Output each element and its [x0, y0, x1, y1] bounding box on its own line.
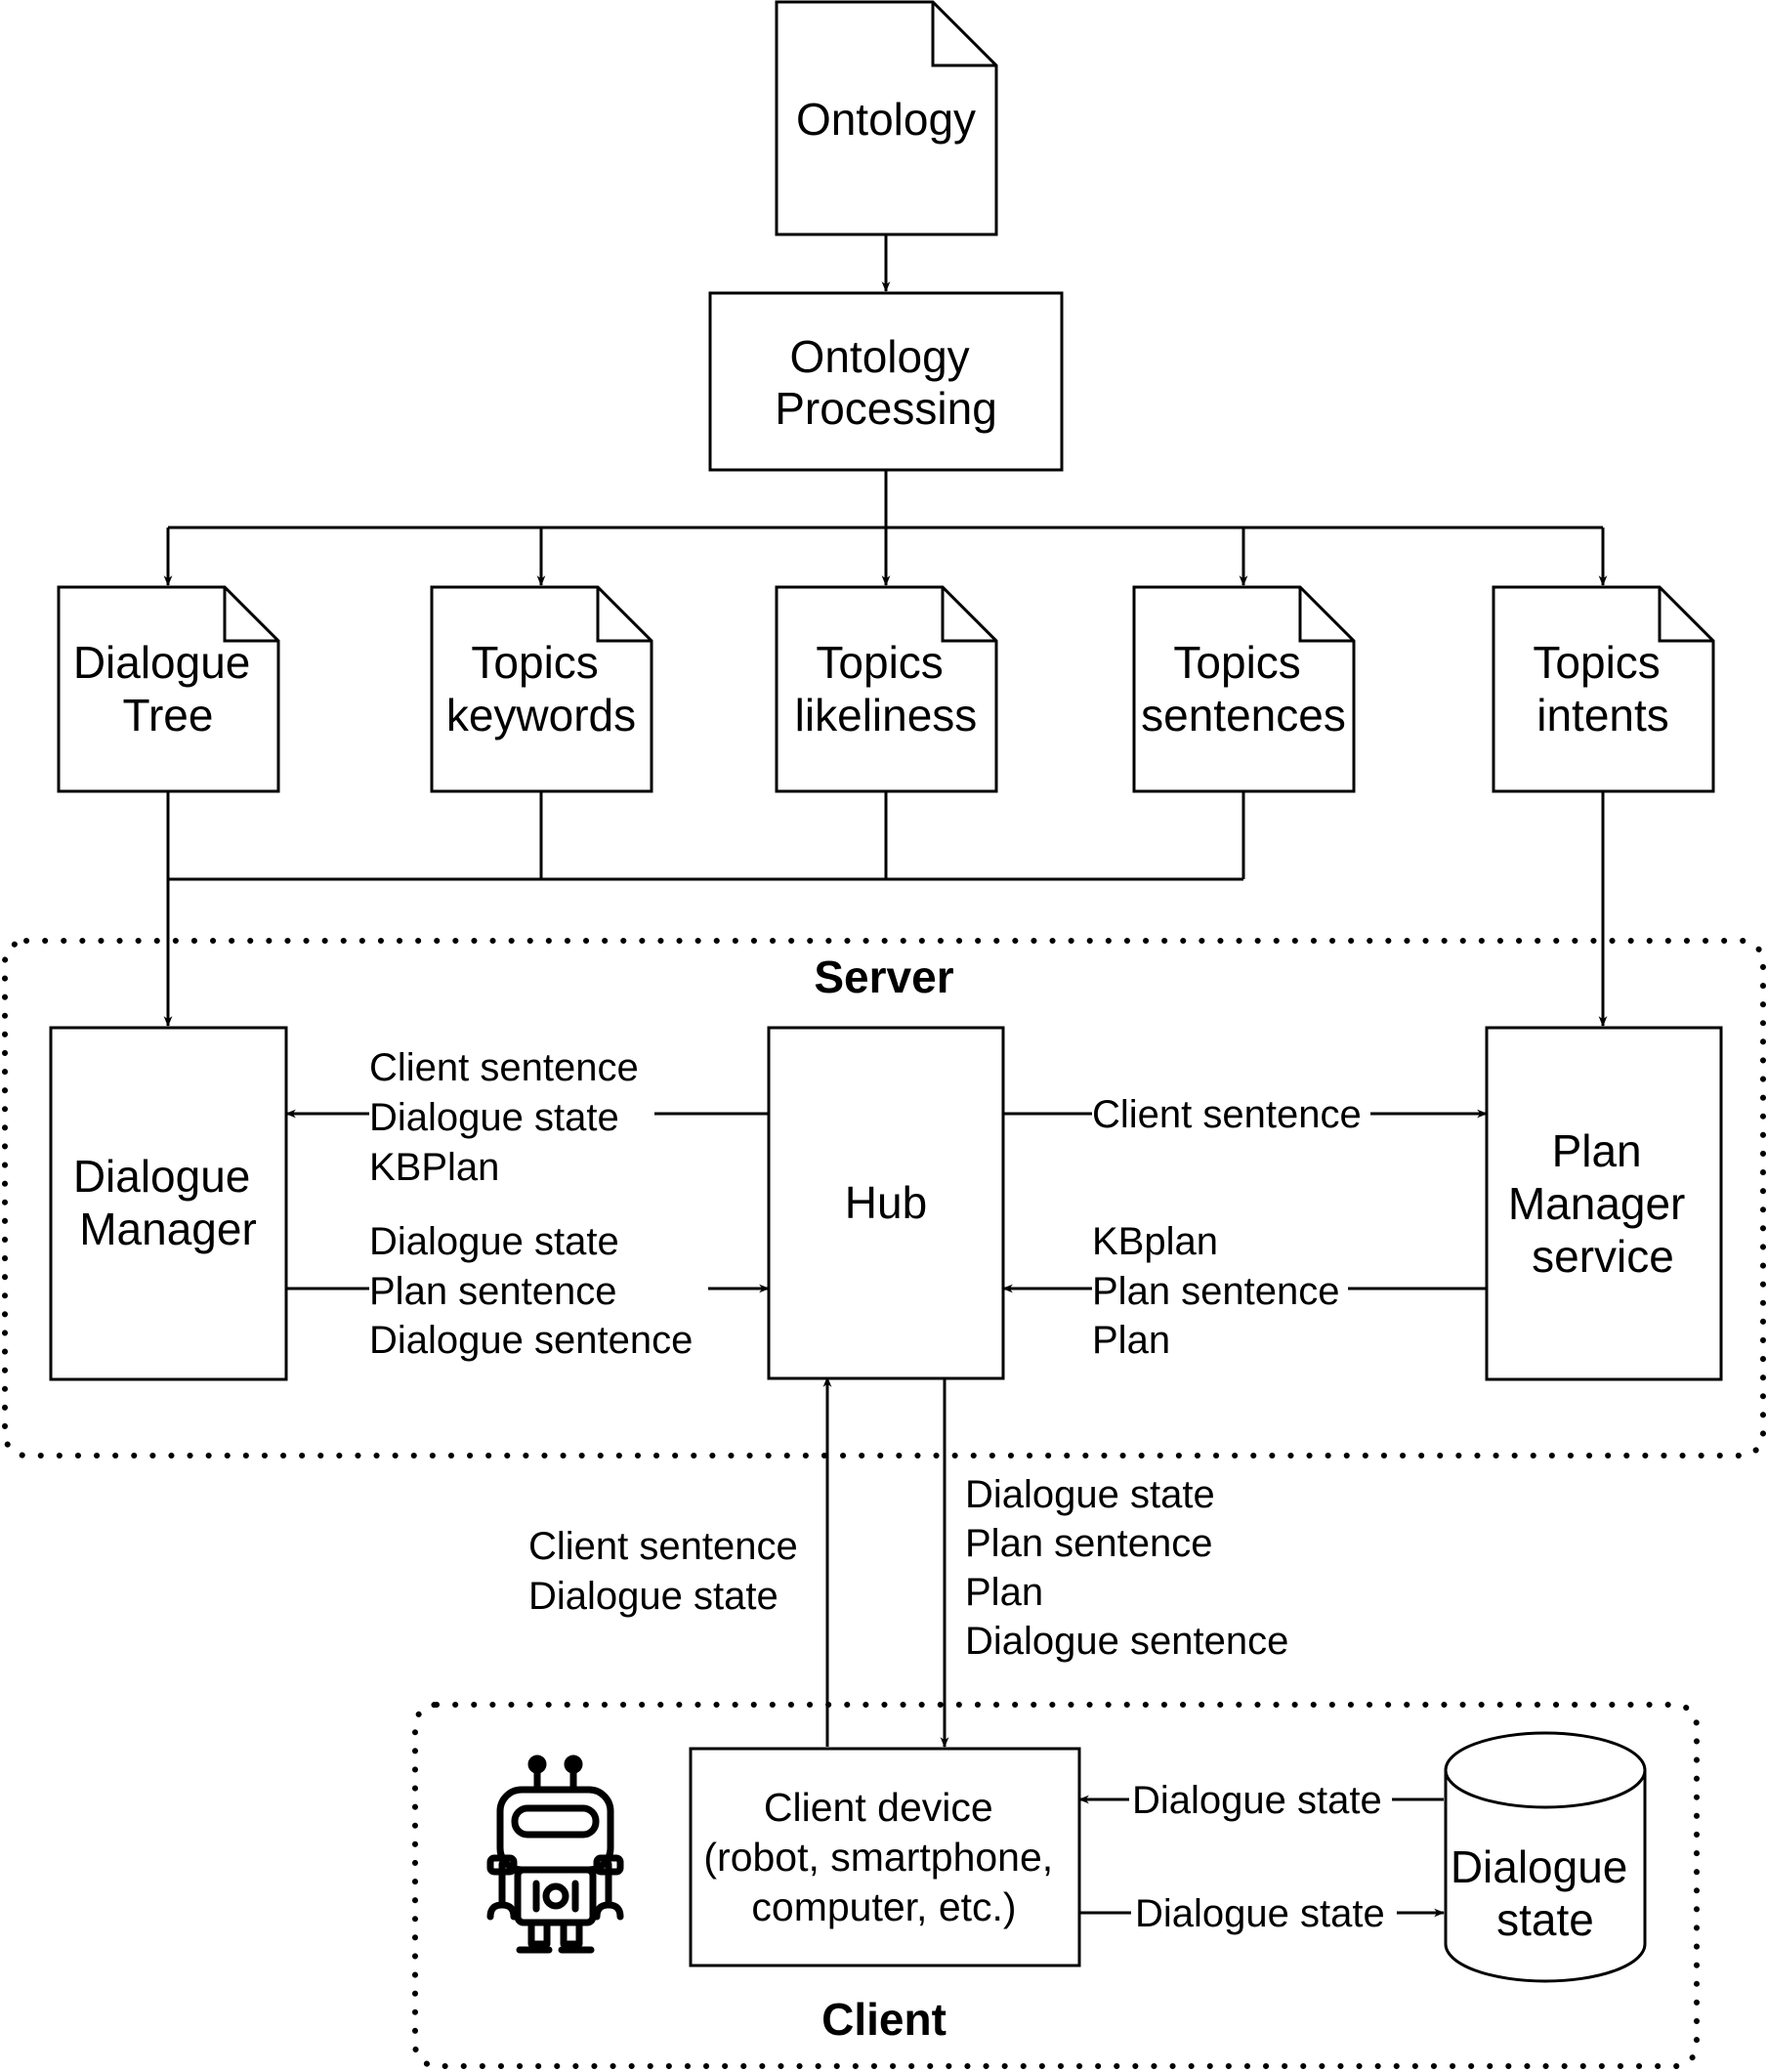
topics-intents-label: Topics intents [1533, 637, 1672, 740]
topics-keywords-document: Topics keywords [430, 585, 653, 793]
label-hub-to-dm: Client sentence Dialogue state KBPlan [369, 1046, 650, 1189]
label-hub-to-pm: Client sentence [1092, 1093, 1362, 1136]
topics-sentences-document: Topics sentences [1132, 585, 1356, 793]
topics-likeliness-label: Topics likeliness [795, 637, 978, 740]
label-client-to-store: Dialogue state [1135, 1892, 1385, 1935]
plan-manager-label: Plan Manager service [1508, 1125, 1698, 1282]
ontology-document: Ontology [775, 0, 998, 236]
topics-sentences-label: Topics sentences [1141, 637, 1346, 740]
robot-icon [486, 1755, 624, 1954]
topics-keywords-label: Topics keywords [446, 637, 636, 740]
server-group-label: Server [814, 951, 953, 1002]
dialogue-tree-label: Dialogue Tree [73, 637, 263, 740]
client-group-label: Client [821, 1994, 947, 2045]
dialogue-tree-document: Dialogue Tree [57, 585, 280, 793]
ontology-label: Ontology [796, 94, 976, 145]
ontology-processing-box: Ontology Processing [708, 291, 1064, 472]
hub-box: Hub [767, 1026, 1005, 1380]
label-client-to-hub: Client sentence Dialogue state [528, 1525, 809, 1618]
topics-likeliness-document: Topics likeliness [775, 585, 998, 793]
hub-label: Hub [845, 1177, 927, 1228]
client-device-box: Client device (robot, smartphone, comput… [689, 1747, 1081, 1967]
label-hub-to-client: Dialogue state Plan sentence Plan Dialog… [965, 1473, 1288, 1663]
label-pm-to-hub: KBplan Plan sentence Plan [1092, 1220, 1351, 1362]
dialogue-manager-box: Dialogue Manager [49, 1026, 288, 1381]
dialogue-state-database-label: Dialogue state [1451, 1841, 1640, 1945]
plan-manager-box: Plan Manager service [1485, 1026, 1723, 1381]
client-device-label: Client device (robot, smartphone, comput… [703, 1785, 1064, 1929]
label-dm-to-hub: Dialogue state Plan sentence Dialogue se… [369, 1220, 693, 1362]
dialogue-state-database: Dialogue state [1444, 1731, 1647, 1983]
server-group [2, 938, 1766, 1459]
ontology-processing-label: Ontology Processing [775, 331, 997, 434]
dialogue-manager-label: Dialogue Manager [73, 1151, 263, 1254]
topics-intents-document: Topics intents [1492, 585, 1715, 793]
label-store-to-client: Dialogue state [1132, 1779, 1382, 1822]
